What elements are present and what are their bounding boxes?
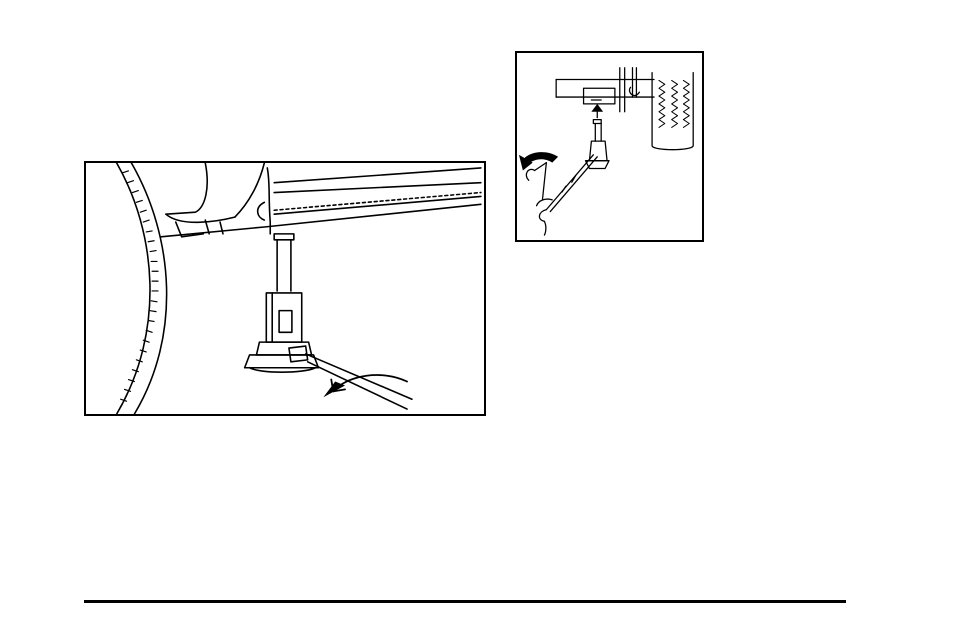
jack-under-vehicle-figure (84, 161, 486, 416)
jack-detail-illustration-icon (517, 53, 702, 240)
jack-detail-figure (515, 51, 704, 242)
footer-rule (84, 600, 846, 603)
jack-lowering-illustration-icon (86, 163, 484, 414)
